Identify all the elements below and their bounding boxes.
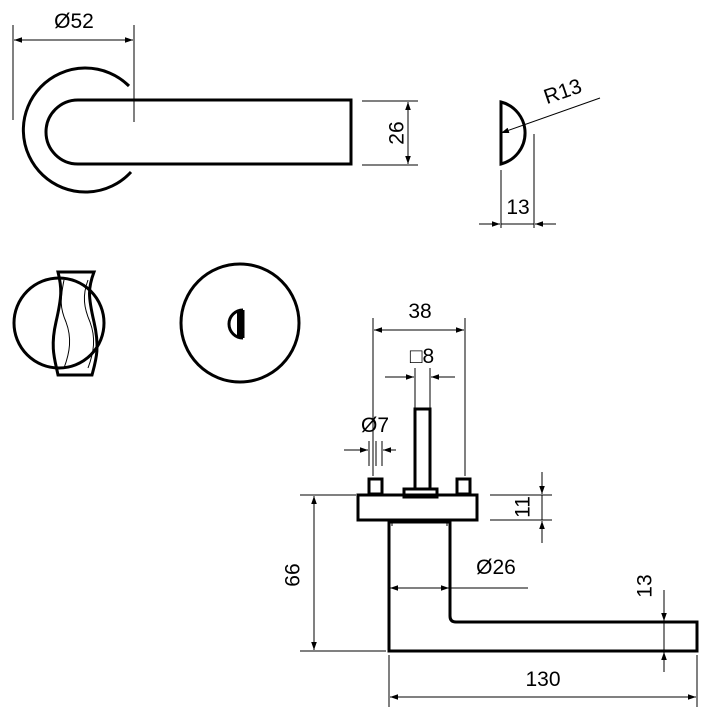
label-lever-thickness: 13: [634, 574, 657, 597]
tip-section: [499, 100, 527, 166]
dim-tip-radius: R13: [500, 75, 601, 134]
dim-projection: 38: [372, 300, 466, 476]
dim-tip-width: 13: [479, 134, 556, 228]
lever-side-view: [356, 407, 699, 653]
rose-plate: [356, 493, 479, 522]
fixing-pin-right: [455, 477, 472, 496]
dim-neck-height: 66: [282, 494, 386, 652]
dim-neck-diameter: Ø26: [390, 556, 528, 591]
thumb-turn-knob-detail: [60, 279, 95, 369]
label-pin-diameter: Ø7: [361, 414, 389, 437]
rose-outline: [21, 66, 133, 194]
lever-neck-and-arm: [387, 520, 699, 653]
thumb-turn-rose: [12, 270, 106, 377]
label-tip-radius: R13: [541, 75, 585, 109]
emergency-release-rose: [179, 262, 301, 384]
lever-body-outline: [44, 98, 353, 166]
label-neck-height: 66: [282, 563, 305, 586]
label-lever-length: 130: [525, 668, 560, 691]
dim-lever-length: 130: [388, 655, 698, 707]
dim-pin-diameter: Ø7: [344, 414, 396, 466]
lever-top-view: [21, 66, 353, 194]
label-projection: 38: [408, 300, 431, 323]
spindle-collar: [402, 487, 439, 499]
fixing-pin-left: [367, 477, 384, 496]
label-tip-width: 13: [506, 196, 529, 219]
dim-spindle-square: □8: [385, 345, 455, 408]
label-spindle-square: □8: [410, 345, 434, 368]
tip-half-round: [499, 100, 527, 166]
dim-rose-diameter: Ø52: [12, 10, 135, 122]
thumb-turn-knob: [51, 270, 99, 377]
release-rose-outline: [179, 262, 301, 384]
spindle: [413, 407, 432, 491]
label-rose-thickness: 11: [512, 496, 535, 518]
dim-lever-thickness: 13: [634, 574, 667, 672]
label-neck-diameter: Ø26: [476, 556, 516, 579]
label-rose-diameter: Ø52: [54, 10, 94, 33]
dim-rose-thickness: 11: [490, 472, 552, 543]
dim-lever-height: 26: [362, 100, 418, 166]
label-lever-height: 26: [386, 121, 409, 144]
